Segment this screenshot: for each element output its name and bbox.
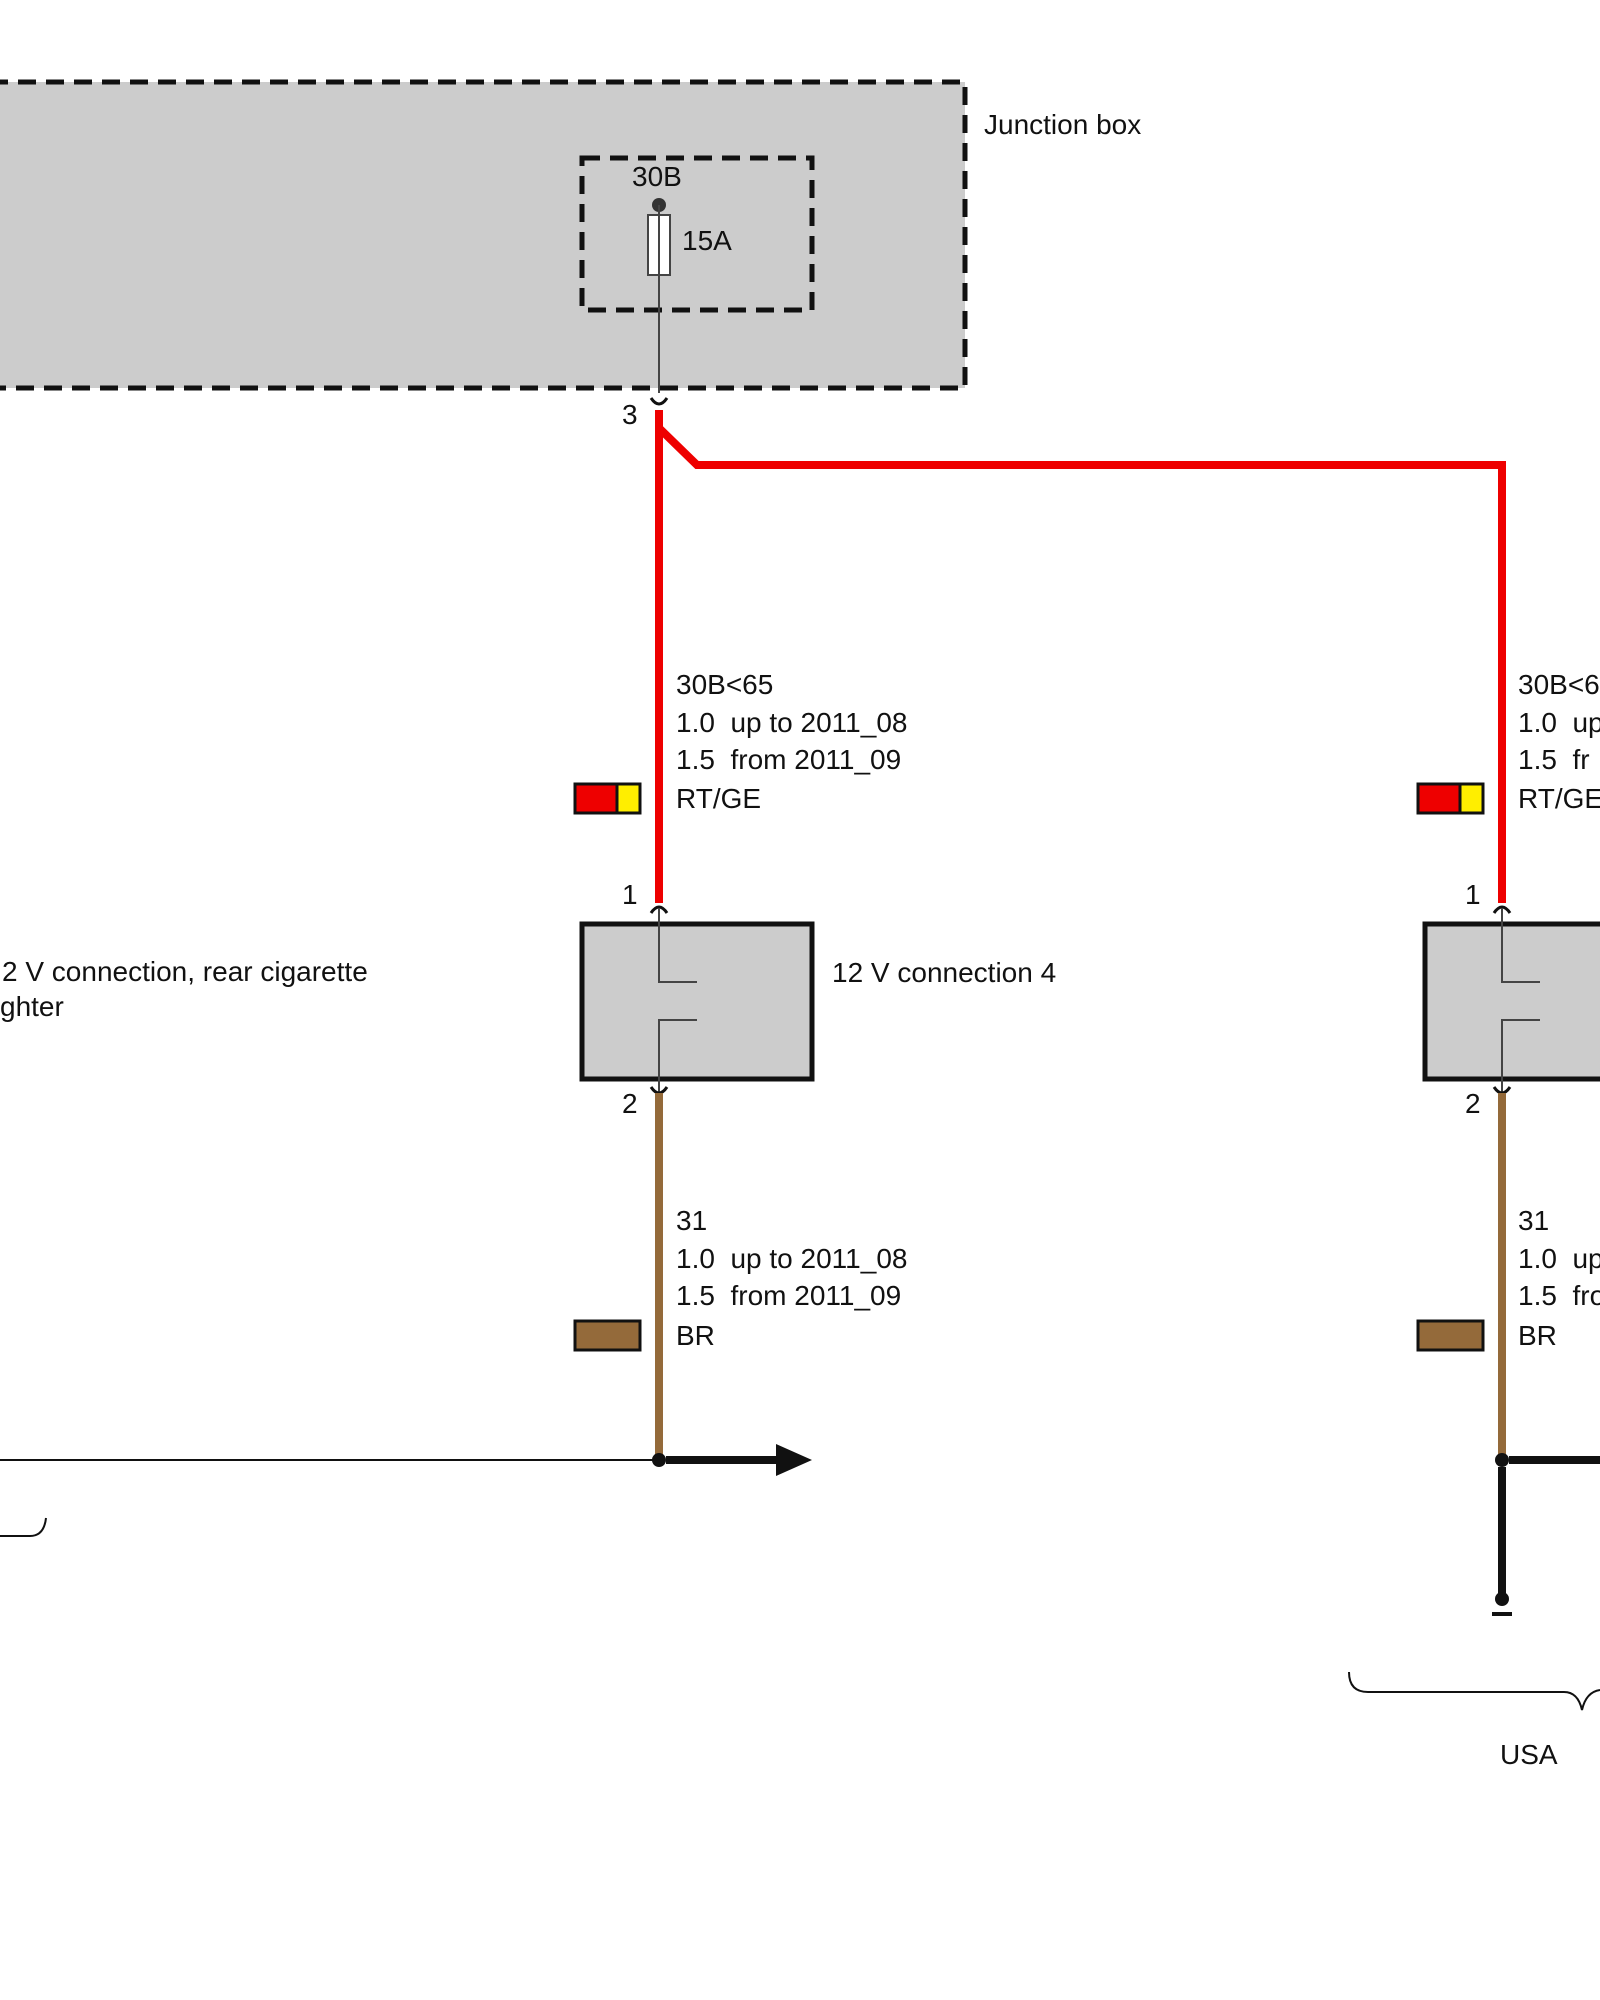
right-ground-size-new: 1.5 fro bbox=[1518, 1280, 1600, 1311]
left-connection-label-1: 2 V connection, rear cigarette bbox=[2, 956, 368, 987]
fuse-terminal-label: 30B bbox=[632, 161, 682, 192]
right-supply-size-new: 1.5 fr bbox=[1518, 744, 1590, 775]
ground-size-old: 1.0 up to 2011_08 bbox=[676, 1243, 907, 1274]
ground-size-new: 1.5 from 2011_09 bbox=[676, 1280, 901, 1311]
region-label-usa: USA bbox=[1500, 1739, 1558, 1770]
swatch-yellow bbox=[615, 782, 642, 815]
junction-box-label: Junction box bbox=[984, 109, 1141, 140]
fuse-rating-label: 15A bbox=[682, 225, 732, 256]
supply-size-new: 1.5 from 2011_09 bbox=[676, 744, 901, 775]
right-supply-size-old: 1.0 up bbox=[1518, 707, 1600, 738]
supply-size-old: 1.0 up to 2011_08 bbox=[676, 707, 907, 738]
ground-node-dot bbox=[652, 1453, 666, 1467]
right-socket-contact-bottom bbox=[1501, 1019, 1540, 1093]
right-ground-circuit: 31 bbox=[1518, 1205, 1549, 1236]
right-connection-box bbox=[1422, 921, 1600, 1082]
supply-wire-branch bbox=[656, 425, 1506, 903]
right-ground-color-code: BR bbox=[1518, 1320, 1557, 1351]
continuation-arrow-icon bbox=[776, 1444, 812, 1476]
connector-pin-3-icon bbox=[649, 397, 669, 406]
swatch-brown bbox=[573, 1319, 642, 1352]
right-pin-1: 1 bbox=[1465, 879, 1481, 910]
fuse-housing bbox=[579, 155, 815, 313]
supply-circuit-label: 30B<65 bbox=[676, 669, 773, 700]
socket-contact-bottom bbox=[658, 1019, 697, 1093]
right-connector-pin-1-icon bbox=[1492, 905, 1512, 914]
connection-4-label: 12 V connection 4 bbox=[832, 957, 1056, 988]
junction-box bbox=[0, 79, 968, 391]
junction-pin-3-label: 3 bbox=[622, 399, 638, 430]
right-pin-2: 2 bbox=[1465, 1088, 1481, 1119]
connector-pin-1-icon bbox=[649, 905, 669, 914]
right-swatch-brown bbox=[1416, 1319, 1485, 1352]
ground-color-code: BR bbox=[676, 1320, 715, 1351]
ground-circuit-label: 31 bbox=[676, 1205, 707, 1236]
right-socket-contact-top bbox=[1501, 908, 1540, 983]
right-swatch-red bbox=[1416, 782, 1462, 815]
supply-color-code: RT/GE bbox=[676, 783, 761, 814]
socket-contact-top bbox=[658, 908, 697, 983]
connection-4-box bbox=[579, 921, 815, 1082]
right-ground-node-dot bbox=[1495, 1453, 1509, 1467]
usa-brace bbox=[1348, 1671, 1600, 1711]
brace-left-fragment bbox=[0, 1517, 47, 1537]
right-swatch-yellow bbox=[1458, 782, 1485, 815]
right-ground-size-old: 1.0 up bbox=[1518, 1243, 1600, 1274]
connection4-pin-2: 2 bbox=[622, 1088, 638, 1119]
ground-terminal-dot bbox=[1495, 1592, 1509, 1606]
connection4-pin-1: 1 bbox=[622, 879, 638, 910]
left-connection-label-2: ghter bbox=[0, 991, 64, 1022]
right-supply-circuit: 30B<6 bbox=[1518, 669, 1600, 700]
right-supply-color-code: RT/GE bbox=[1518, 783, 1600, 814]
swatch-red bbox=[573, 782, 619, 815]
